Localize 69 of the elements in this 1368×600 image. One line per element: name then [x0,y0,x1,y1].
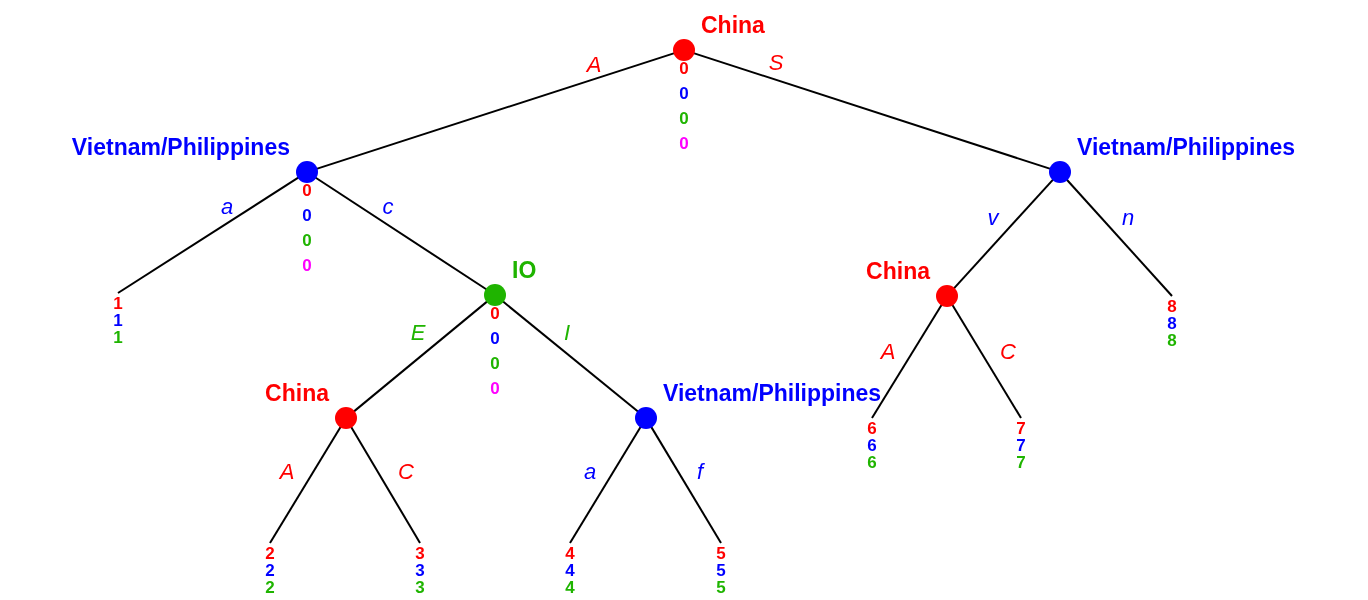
payoff-value: 0 [302,180,312,202]
payoff-value: 1 [113,329,123,346]
player-name: Vietnam/Philippines [663,382,882,405]
edge-label: f [696,461,704,483]
edge-label: I [563,322,571,344]
payoff-value: 0 [302,230,312,252]
edge-label: S [768,52,784,74]
payoff-value: 8 [1167,315,1177,332]
player-name: Vietnam/Philippines [1077,136,1296,159]
payoff-value: 5 [716,545,726,562]
tree-branch [569,425,642,544]
player-name: China [265,382,329,405]
payoff-value: 6 [867,420,877,437]
player-name: IO [512,259,537,282]
payoff-value: 6 [867,437,877,454]
payoff-value: 0 [679,108,689,130]
edge-label: n [1121,207,1135,229]
tree-branch [352,300,489,413]
payoff-value: 8 [1167,298,1177,315]
edge-label: E [410,322,426,344]
edge-label: A [880,341,896,363]
payoff-value: 7 [1016,420,1026,437]
tree-branch [501,300,640,413]
payoff-value: 7 [1016,437,1026,454]
payoff-value: 1 [113,295,123,312]
edge-label: c [382,196,394,218]
payoff-value: 8 [1167,332,1177,349]
payoff-value: 0 [490,353,500,375]
tree-branch [952,178,1055,290]
payoff-value: 2 [265,579,275,596]
edge-label: A [279,461,295,483]
tree-branch [314,176,488,291]
payoff-value: 4 [565,579,575,596]
payoff-value: 2 [265,562,275,579]
payoff-value: 0 [490,378,500,400]
payoff-value: 4 [565,545,575,562]
tree-branch [350,425,421,544]
payoff-value: 0 [490,328,500,350]
edge-label: C [398,461,414,483]
edge-label: a [583,461,597,483]
payoff-value: 0 [490,303,500,325]
player-name: China [866,260,930,283]
payoff-value: 3 [415,545,425,562]
edge-label: a [220,196,234,218]
payoff-value: 2 [265,545,275,562]
tree-branch [951,303,1022,419]
payoff-value: 3 [415,579,425,596]
payoff-value: 5 [716,562,726,579]
tree-branch [117,176,300,294]
payoff-value: 1 [113,312,123,329]
player-name: China [701,14,765,37]
payoff-value: 5 [716,579,726,596]
payoff-value: 0 [679,133,689,155]
tree-branch [1065,178,1173,297]
edge-label: A [586,54,602,76]
payoff-value: 0 [679,58,689,80]
payoff-value: 7 [1016,454,1026,471]
edge-label: v [987,207,999,229]
tree-branch [871,303,943,419]
payoff-value: 6 [867,454,877,471]
tree-branch [269,425,342,544]
edge-label: C [1000,341,1016,363]
payoff-value: 0 [302,205,312,227]
payoff-value: 3 [415,562,425,579]
tree-branch [650,425,722,544]
payoff-value: 4 [565,562,575,579]
player-name: Vietnam/Philippines [71,136,290,159]
payoff-value: 0 [302,255,312,277]
payoff-value: 0 [679,83,689,105]
